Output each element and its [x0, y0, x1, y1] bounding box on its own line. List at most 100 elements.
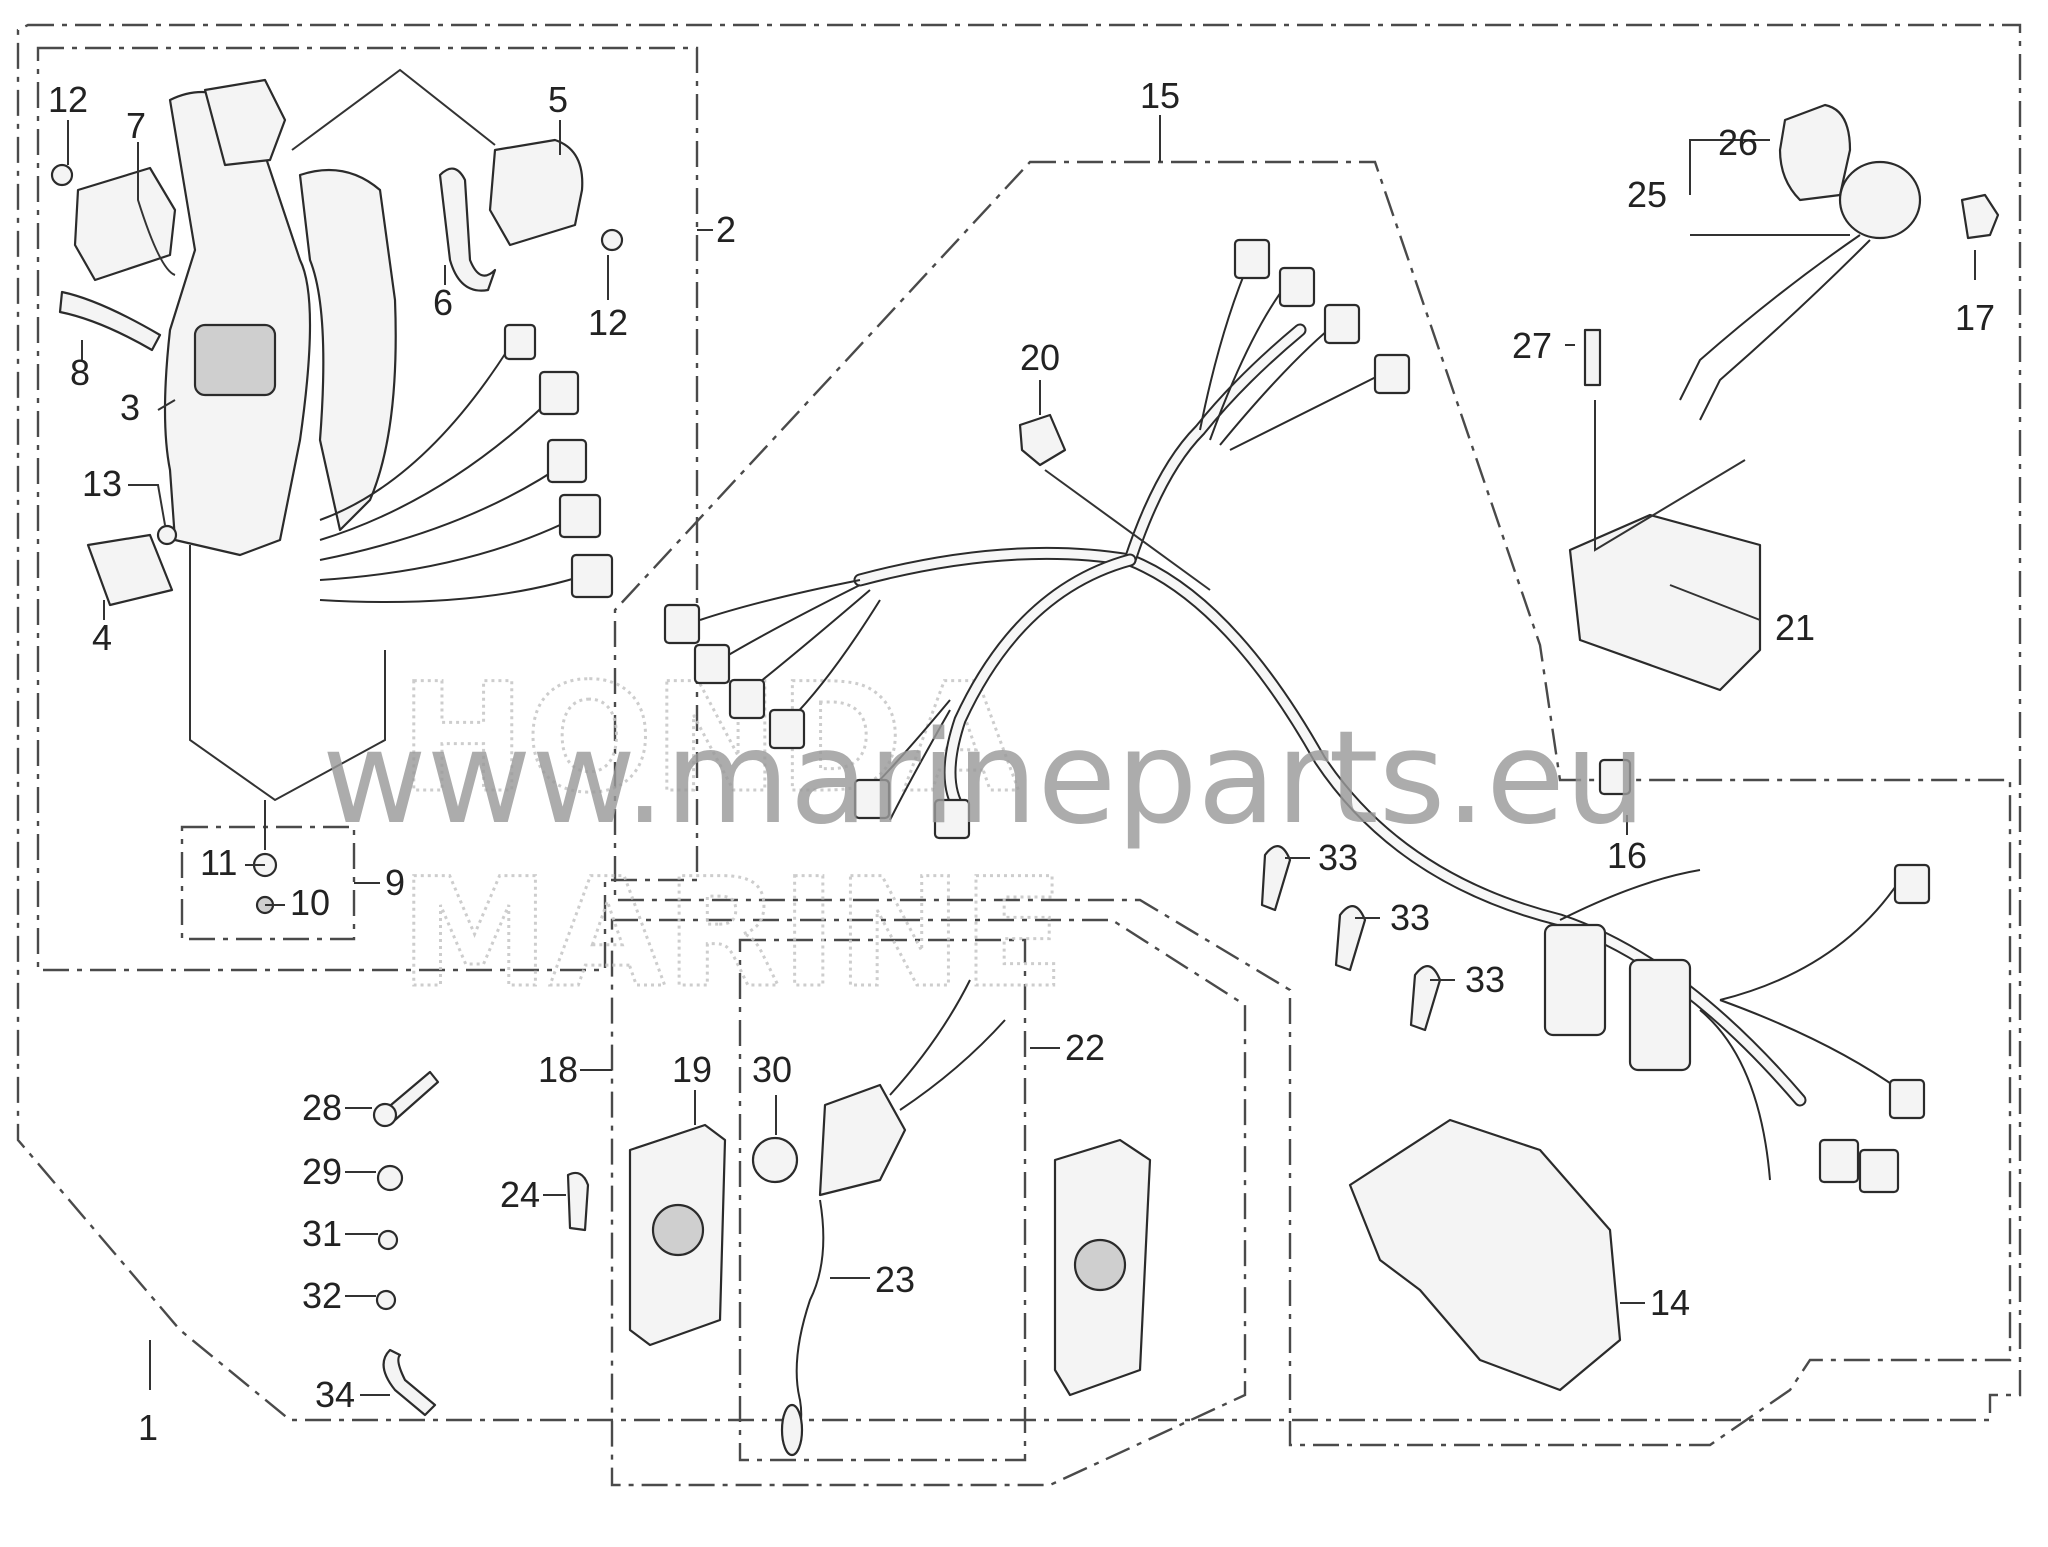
part-8-bracket — [58, 290, 162, 352]
part-22-dial — [1073, 1238, 1127, 1292]
callout-33-b: 33 — [1390, 897, 1430, 938]
watermark-url: www.marineparts.eu — [322, 704, 1646, 853]
screw-13 — [156, 524, 178, 546]
connector-control-3 — [546, 438, 588, 484]
callout-26: 26 — [1718, 122, 1758, 163]
connector-harness-e — [663, 603, 701, 645]
remote-control-box — [163, 78, 397, 557]
callout-18: 18 — [538, 1049, 578, 1090]
part-24-clip — [566, 1171, 590, 1232]
callout-25: 25 — [1627, 174, 1667, 215]
screw-12-right — [600, 228, 624, 252]
callout-28: 28 — [302, 1087, 342, 1128]
part-34-clip — [382, 1348, 437, 1417]
part-23-clip — [780, 1403, 804, 1457]
frame-harness-15 — [613, 160, 2012, 1447]
callout-24: 24 — [500, 1174, 540, 1215]
connector-harness-l — [1888, 1078, 1926, 1120]
frame-remote-control-2 — [36, 46, 699, 972]
callout-3: 3 — [120, 387, 140, 428]
connector-control-5 — [570, 553, 614, 599]
part-25-buzzer — [1838, 160, 1922, 240]
assembly-frames — [16, 23, 2022, 1487]
callout-23: 23 — [875, 1259, 915, 1300]
part-4-cover — [86, 533, 174, 607]
control-lever — [298, 168, 397, 532]
connector-harness-j — [933, 798, 971, 840]
part-17-cap — [1960, 193, 2000, 240]
callout-14: 14 — [1650, 1282, 1690, 1323]
connector-harness-g — [728, 678, 766, 720]
part-31-washer — [377, 1229, 399, 1251]
callout-13: 13 — [82, 463, 122, 504]
connector-harness-m — [1818, 1138, 1860, 1184]
part-33-tie-1 — [1260, 845, 1292, 912]
callout-8: 8 — [70, 352, 90, 393]
connector-harness-c — [1323, 303, 1361, 345]
part-33-tie-2 — [1334, 905, 1367, 972]
callout-20: 20 — [1020, 337, 1060, 378]
connector-harness-f — [693, 643, 731, 685]
part-14-bracket — [1348, 1118, 1622, 1392]
callout-31: 31 — [302, 1213, 342, 1254]
part-7-cover — [73, 166, 177, 282]
callout-4: 4 — [92, 617, 112, 658]
callout-15: 15 — [1140, 75, 1180, 116]
callout-1: 1 — [138, 1407, 158, 1448]
callout-21: 21 — [1775, 607, 1815, 648]
callout-9: 9 — [385, 862, 405, 903]
ignition-switch-body — [818, 1083, 907, 1197]
callout-33-a: 33 — [1318, 837, 1358, 878]
frame-switch-18 — [610, 918, 1247, 1487]
connector-harness-k — [1893, 863, 1931, 905]
callout-12-left: 12 — [48, 79, 88, 120]
callout-19: 19 — [672, 1049, 712, 1090]
callout-11: 11 — [200, 842, 237, 883]
lever-handle-upper — [203, 78, 287, 167]
callout-12-right: 12 — [588, 302, 628, 343]
callout-5: 5 — [548, 79, 568, 120]
callout-30: 30 — [752, 1049, 792, 1090]
part-21-module — [1568, 513, 1762, 692]
watermark-brand-marine: MARINE — [400, 847, 1065, 1021]
connector-control-1 — [503, 323, 537, 361]
connector-control-2 — [538, 370, 580, 416]
junction-block-2 — [1628, 958, 1692, 1072]
part-33-tie-3 — [1409, 965, 1442, 1032]
junction-block-1 — [1543, 923, 1607, 1037]
callout-10: 10 — [290, 882, 330, 923]
screw-12-left — [50, 163, 74, 187]
callout-17: 17 — [1955, 297, 1995, 338]
callout-numbers: 1 2 3 4 5 6 7 8 9 10 11 12 12 13 14 15 1… — [48, 75, 1995, 1448]
frame-grommet-9 — [180, 825, 356, 941]
callout-7: 7 — [126, 105, 146, 146]
connector-harness-b — [1278, 266, 1316, 308]
callout-6: 6 — [433, 282, 453, 323]
connector-harness-a — [1233, 238, 1271, 280]
part-19-dial — [651, 1203, 705, 1257]
callout-22: 22 — [1065, 1027, 1105, 1068]
callout-29: 29 — [302, 1151, 342, 1192]
connector-control-4 — [558, 493, 602, 539]
connector-harness-h — [768, 708, 806, 750]
callout-34: 34 — [315, 1374, 355, 1415]
control-button-panel — [193, 323, 277, 397]
frame-outer-1 — [16, 23, 2022, 1422]
part-30-nut — [751, 1136, 799, 1184]
part-20-clip — [1018, 413, 1067, 467]
connector-harness-n — [1858, 1148, 1900, 1194]
leader-lines — [67, 68, 1976, 1396]
part-5-grip — [488, 138, 584, 247]
control-wiring — [319, 323, 614, 603]
main-harness — [663, 238, 1931, 1194]
part-29-nut — [376, 1164, 404, 1192]
part-26-cover — [1778, 103, 1852, 202]
frame-ignition-22 — [738, 938, 1027, 1462]
part-6-clip — [438, 167, 497, 292]
callout-33-c: 33 — [1465, 959, 1505, 1000]
part-27-bolt — [1583, 328, 1602, 387]
callout-32: 32 — [302, 1275, 342, 1316]
callout-2: 2 — [716, 209, 736, 250]
part-28-head — [372, 1102, 398, 1128]
